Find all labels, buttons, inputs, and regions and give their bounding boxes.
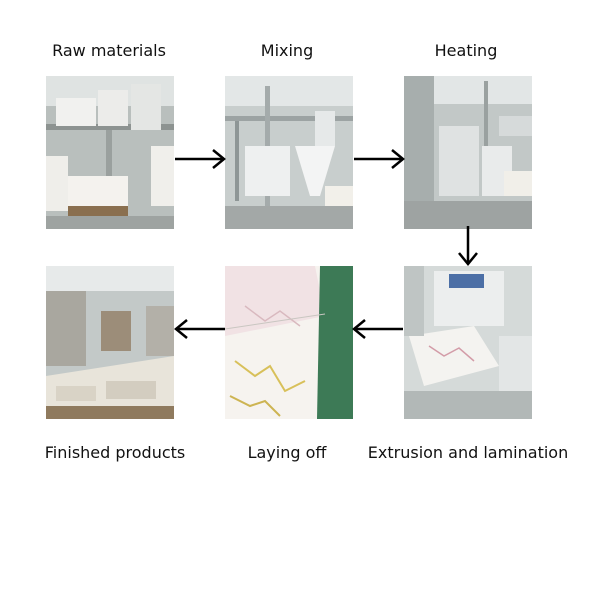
arrow-raw-to-mixing [175,148,227,170]
step-label-laying-off: Laying off [247,443,327,462]
step-label-mixing: Mixing [260,41,314,60]
photo-extrusion-lamination [404,266,532,419]
step-label-heating: Heating [434,41,498,60]
arrow-heating-to-extrusion [457,226,479,266]
photo-mixing [225,76,353,229]
arrow-mixing-to-heating [354,148,406,170]
step-label-raw-materials: Raw materials [52,41,166,60]
arrow-laying-off-to-finished [173,318,225,340]
step-label-finished-products: Finished products [44,443,186,462]
photo-heating [404,76,532,229]
arrow-extrusion-to-laying-off [351,318,403,340]
step-label-extrusion-lamination: Extrusion and lamination [367,443,569,462]
photo-raw-materials [46,76,174,229]
photo-laying-off [225,266,353,419]
photo-finished-products [46,266,174,419]
